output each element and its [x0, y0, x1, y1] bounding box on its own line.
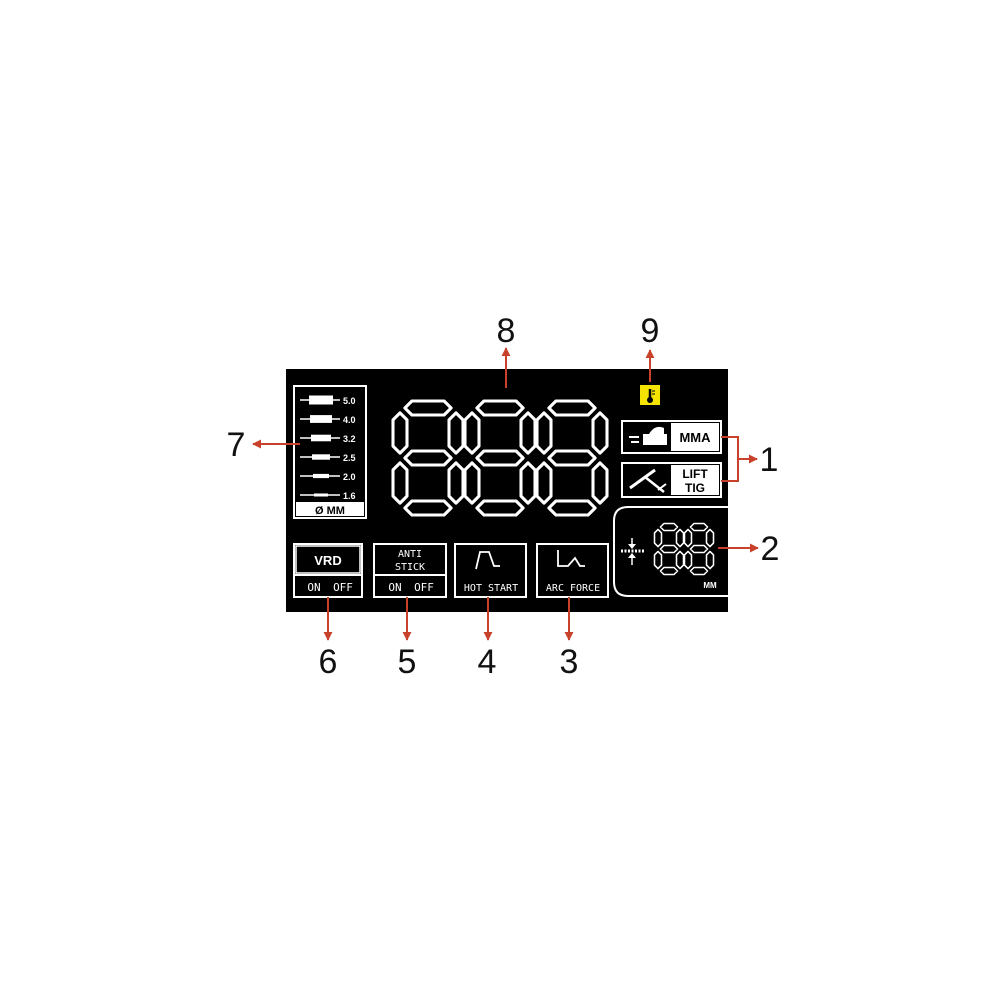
vrd-off-label: OFF — [333, 581, 353, 594]
thermometer-icon — [640, 385, 660, 405]
electrode-row: 5.0 — [300, 395, 356, 406]
anti-stick-title-line2: STICK — [395, 562, 425, 573]
thickness-digit — [683, 522, 715, 576]
thickness-digit — [653, 522, 685, 576]
hot-start-indicator: HOT START — [454, 543, 527, 598]
anti-stick-off-label: OFF — [414, 581, 434, 594]
electrode-size-label: 3.2 — [343, 434, 356, 444]
callout-number-7: 7 — [227, 426, 246, 464]
electrode-row: 4.0 — [300, 415, 356, 425]
arc-force-indicator: ARC FORCE — [536, 543, 609, 598]
tig-label: TIG — [685, 481, 705, 495]
electrode-size-label: 1.6 — [343, 491, 356, 501]
anti-stick-indicator: ANTI STICK ON OFF — [373, 543, 447, 598]
anti-stick-on-label: ON — [388, 581, 401, 594]
tig-torch-icon — [629, 468, 667, 493]
mode-mma: MMA — [621, 420, 722, 454]
vrd-indicator: VRD ON OFF — [293, 543, 363, 598]
lift-label: LIFT — [682, 467, 708, 481]
electrode-size-label: 4.0 — [343, 415, 356, 425]
mma-holder-icon — [629, 426, 667, 445]
callout-number-2: 2 — [761, 530, 780, 568]
main-digit — [463, 399, 537, 517]
electrode-size-scale: 5.0 4.0 3.2 2.5 2.0 1.6 Ø MM — [293, 385, 367, 519]
vrd-on-label: ON — [307, 581, 320, 594]
main-seven-segment-display — [391, 399, 609, 517]
arc-force-curve-icon — [557, 550, 585, 567]
electrode-size-label: 2.0 — [343, 472, 356, 482]
electrode-row: 2.5 — [300, 453, 356, 463]
thickness-arrows-icon — [621, 538, 645, 565]
electrode-size-label: 5.0 — [343, 396, 356, 406]
callout-number-3: 3 — [560, 643, 579, 681]
thickness-unit-label: MM — [703, 581, 717, 590]
electrode-row: 1.6 — [300, 491, 356, 501]
vrd-title: VRD — [314, 553, 341, 568]
callout-number-5: 5 — [398, 643, 417, 681]
electrode-row: 3.2 — [300, 434, 356, 444]
mma-label: MMA — [679, 430, 711, 445]
arc-force-label: ARC FORCE — [546, 583, 600, 594]
main-digit — [391, 399, 465, 517]
callout-number-4: 4 — [478, 643, 497, 681]
hot-start-curve-icon — [475, 551, 500, 570]
mode-lift-tig: LIFT TIG — [621, 462, 722, 498]
callout-number-6: 6 — [319, 643, 338, 681]
electrode-unit-label: Ø MM — [315, 505, 345, 517]
thickness-seven-segment-display — [653, 522, 715, 576]
anti-stick-title-line1: ANTI — [398, 549, 422, 560]
callout-arrows — [252, 347, 759, 641]
hot-start-label: HOT START — [464, 583, 518, 594]
callout-number-1: 1 — [760, 441, 779, 479]
callout-number-9: 9 — [641, 312, 660, 350]
callout-number-8: 8 — [497, 312, 516, 350]
electrode-row: 2.0 — [300, 472, 356, 482]
electrode-size-label: 2.5 — [343, 453, 356, 463]
main-digit — [535, 399, 609, 517]
